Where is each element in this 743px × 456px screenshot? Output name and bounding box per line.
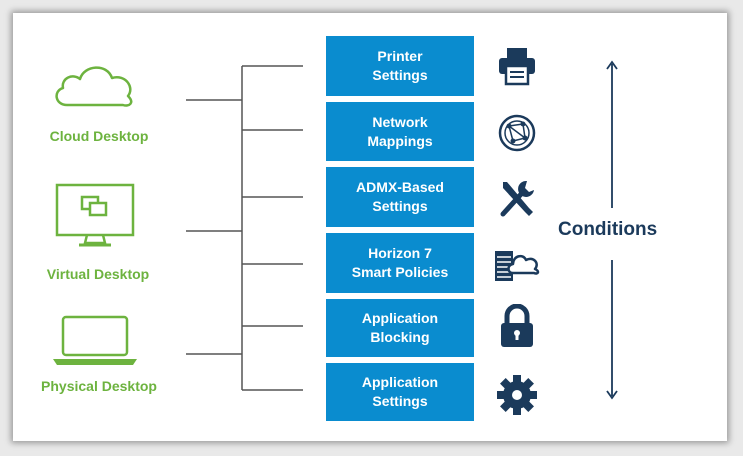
setting-label: Printer Settings <box>372 48 428 83</box>
diagram-frame: Cloud Desktop Virtual Desktop Physical D… <box>13 13 727 441</box>
gear-icon <box>497 375 537 415</box>
setting-box-smart-policies: Horizon 7 Smart Policies <box>326 233 474 293</box>
device-label-physical: Physical Desktop <box>41 378 157 394</box>
setting-label: Horizon 7 Smart Policies <box>351 245 449 280</box>
tools-icon <box>500 180 534 217</box>
setting-label: Application Blocking <box>361 310 439 345</box>
setting-box-network-mappings: Network Mappings <box>326 102 474 161</box>
printer-icon <box>499 48 535 86</box>
setting-box-admx-settings: ADMX-Based Settings <box>326 167 474 227</box>
setting-label: Network Mappings <box>367 113 433 149</box>
lock-icon <box>501 304 533 347</box>
setting-box-printer-settings: Printer Settings <box>326 36 474 96</box>
network-globe-icon <box>498 114 536 152</box>
laptop-icon <box>53 315 137 365</box>
conditions-label: Conditions <box>558 219 658 240</box>
setting-label: Application Settings <box>361 374 439 409</box>
connector-lines <box>186 65 303 391</box>
monitor-icon <box>55 183 135 247</box>
building-cloud-icon <box>495 251 540 281</box>
setting-box-application-settings: Application Settings <box>326 363 474 421</box>
conditions-arrow <box>606 60 618 400</box>
device-label-virtual: Virtual Desktop <box>46 266 150 282</box>
setting-box-application-blocking: Application Blocking <box>326 299 474 357</box>
device-label-cloud: Cloud Desktop <box>49 128 149 144</box>
setting-label: ADMX-Based Settings <box>356 179 444 214</box>
cloud-icon <box>55 66 133 107</box>
